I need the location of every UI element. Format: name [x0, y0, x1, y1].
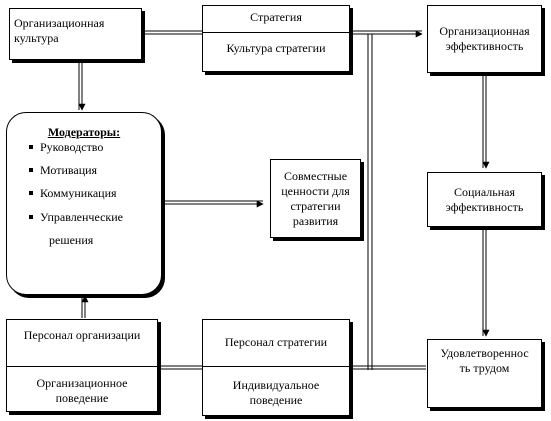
satisfaction-box: Удовлетвореннос ть трудом — [427, 339, 542, 408]
moderator-item: Коммуникация — [29, 186, 117, 201]
moderators-box: Модераторы: Руководство Мотивация Коммун… — [6, 112, 162, 295]
bullet-icon — [29, 191, 33, 196]
strat-personnel-label: Персонал стратегии — [224, 335, 328, 349]
bullet-icon — [29, 145, 33, 150]
strategy-divider — [203, 32, 349, 33]
moderator-item: Мотивация — [29, 163, 97, 178]
org-culture-label: Организационная культура — [14, 16, 105, 45]
org-effectiveness-box: Организационная эффективность — [427, 5, 542, 73]
org-personnel-box: Персонал организации Организационное пов… — [6, 319, 158, 412]
org-personnel-divider — [7, 366, 157, 367]
strategy-culture-label: Культура стратегии — [226, 41, 326, 55]
moderator-item: Управленческие — [29, 210, 123, 225]
org-personnel-label: Персонал организации — [23, 328, 141, 342]
bullet-icon — [29, 168, 33, 173]
social-effectiveness-box: Социальная эффективность — [427, 172, 542, 227]
strat-personnel-box: Персонал стратегии Индивидуальное поведе… — [202, 319, 350, 416]
moderator-item: Руководство — [29, 140, 103, 155]
strat-personnel-divider — [203, 366, 349, 367]
individual-behavior-label: Индивидуальное поведение — [232, 378, 320, 407]
org-culture-box: Организационная культура — [9, 8, 142, 60]
satisfaction-label: Удовлетвореннос ть трудом — [440, 346, 529, 375]
strategy-label: Стратегия — [250, 10, 302, 24]
shared-values-box: Совместные ценности для стратегии развит… — [270, 159, 361, 238]
moderator-item-continuation: решения — [49, 233, 94, 247]
moderators-title: Модераторы: — [47, 125, 121, 139]
bullet-icon — [29, 215, 33, 220]
strategy-box: Стратегия Культура стратегии — [202, 5, 350, 72]
org-behavior-label: Организационное поведение — [36, 376, 128, 405]
